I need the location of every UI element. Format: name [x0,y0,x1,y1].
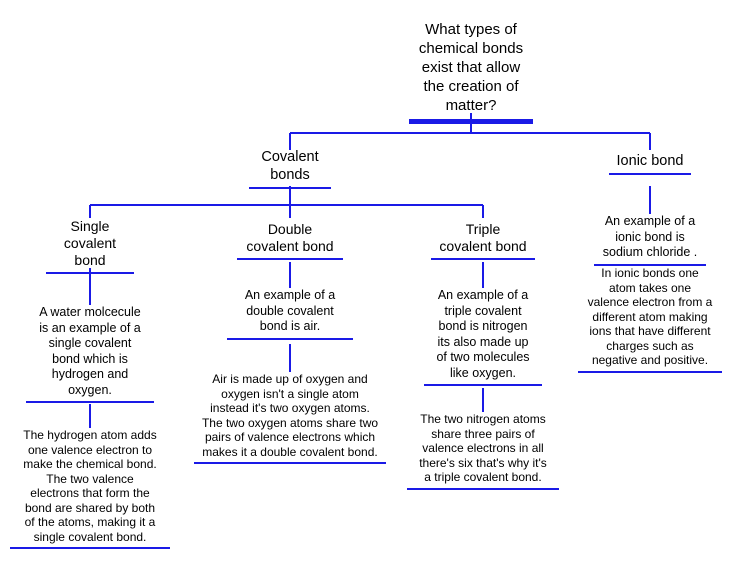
node-double-detail-explanation-underline [194,462,386,464]
node-ionic-detail-explanation-underline [578,370,722,373]
node-single-detail-example[interactable]: A water molcecule is an example of a sin… [20,305,160,403]
node-single-detail-explanation-label: The hydrogen atom adds one valence elect… [23,428,157,544]
node-single-detail-explanation[interactable]: The hydrogen atom adds one valence elect… [10,428,170,549]
node-double-detail-example-underline [227,337,353,340]
node-ionic-detail-example-label: An example of a ionic bond is sodium chl… [602,214,698,259]
node-ionic-detail-example[interactable]: An example of a ionic bond is sodium chl… [591,214,709,266]
node-covalent-bonds-label: Covalent bonds [261,149,319,183]
node-triple-detail-example[interactable]: An example of a triple covalent bond is … [421,288,545,386]
node-single-covalent-bond-underline [46,272,134,274]
node-root-question-label: What types of chemical bonds exist that … [418,21,524,114]
node-ionic-bond[interactable]: Ionic bond [590,152,710,175]
node-ionic-bond-label: Ionic bond [616,153,684,169]
node-double-detail-explanation[interactable]: Air is made up of oxygen and oxygen isn'… [194,372,386,464]
node-single-detail-example-underline [26,401,154,403]
node-triple-detail-explanation-label: The two nitrogen atoms share three pairs… [419,412,547,484]
node-root-underline [409,119,533,124]
node-single-detail-example-label: A water molcecule is an example of a sin… [39,305,141,397]
node-triple-detail-explanation-underline [407,487,559,490]
node-ionic-detail-explanation[interactable]: In ionic bonds one atom takes one valenc… [578,266,722,373]
node-double-covalent-bond-underline [237,258,343,260]
node-double-detail-explanation-label: Air is made up of oxygen and oxygen isn'… [201,372,379,459]
node-ionic-detail-example-underline [594,263,706,266]
node-double-covalent-bond-label: Double covalent bond [246,221,334,254]
node-triple-detail-example-label: An example of a triple covalent bond is … [436,288,530,380]
node-single-detail-explanation-underline [10,547,170,549]
node-covalent-bonds[interactable]: Covalent bonds [230,148,350,189]
node-single-covalent-bond-label: Single covalent bond [63,218,117,268]
node-single-covalent-bond[interactable]: Single covalent bond [30,218,150,274]
node-double-detail-example-label: An example of a double covalent bond is … [244,288,336,333]
node-triple-detail-example-underline [424,384,542,386]
node-triple-detail-explanation[interactable]: The two nitrogen atoms share three pairs… [407,412,559,490]
node-double-covalent-bond[interactable]: Double covalent bond [222,221,358,260]
node-ionic-bond-underline [609,173,691,175]
node-root-question[interactable]: What types of chemical bonds exist that … [396,20,546,124]
node-covalent-bonds-underline [249,187,331,189]
node-ionic-detail-explanation-label: In ionic bonds one atom takes one valenc… [587,266,713,367]
node-triple-covalent-bond[interactable]: Triple covalent bond [417,221,549,260]
node-triple-covalent-bond-label: Triple covalent bond [439,221,527,254]
node-triple-covalent-bond-underline [431,258,535,260]
node-double-detail-example[interactable]: An example of a double covalent bond is … [224,288,356,340]
